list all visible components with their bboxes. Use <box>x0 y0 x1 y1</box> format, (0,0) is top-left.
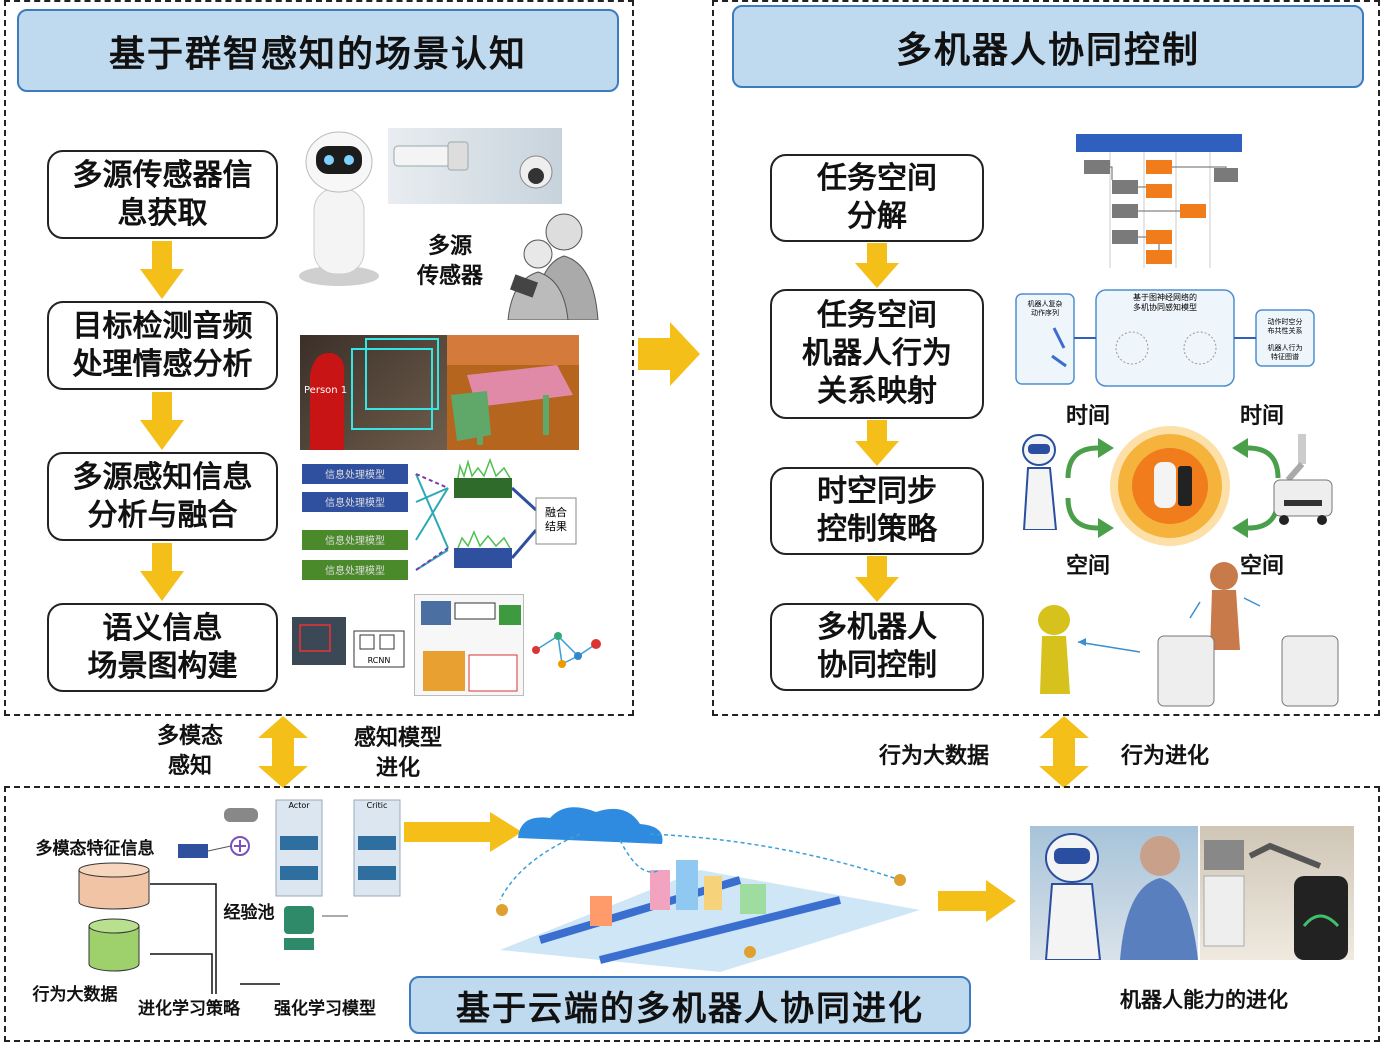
rl-model-label: 强化学习模型 <box>274 999 376 1019</box>
perception-model-evolution-label: 感知模型 进化 <box>353 726 442 781</box>
relation-graph-icon <box>528 626 604 672</box>
gnn-right-top-label: 动作时空分布共性关系 <box>1268 317 1303 335</box>
info-model-label-1: 信息处理模型 <box>325 468 385 481</box>
robot-ability-evolution-label: 机器人能力的进化 <box>1120 988 1288 1012</box>
gnn-left-label: 机器人复杂动作序列 <box>1028 299 1063 317</box>
right-down-arrow-1 <box>855 243 899 288</box>
left-down-arrow-1 <box>140 241 184 299</box>
rcnn-label: RCNN <box>368 656 391 665</box>
info-model-label-2: 信息处理模型 <box>325 496 385 509</box>
to-robot-ability-arrow <box>938 880 1016 922</box>
behavior-evolution-label: 行为进化 <box>1120 744 1209 769</box>
left-panel <box>4 0 634 716</box>
left-down-arrow-2 <box>140 392 184 450</box>
space-label-right: 空间 <box>1239 554 1284 579</box>
center-right-arrow <box>638 322 700 386</box>
right-updown-arrow <box>1039 716 1089 788</box>
left-down-arrow-3 <box>140 543 184 601</box>
right-panel <box>712 0 1380 716</box>
rl-architecture-diagram: Actor Critic <box>178 796 404 986</box>
robot-with-elderly-photo <box>1030 826 1198 960</box>
info-model-label-4: 信息处理模型 <box>325 564 385 577</box>
experience-pool-label: 经验池 <box>223 903 275 923</box>
right-panel-title: 多机器人协同控制 <box>732 5 1364 88</box>
robot-kitchen-photo <box>1200 826 1354 960</box>
scene-graph-input-image: RCNN <box>292 617 412 671</box>
left-step-sensor-acquisition: 多源传感器信 息获取 <box>47 150 278 239</box>
right-down-arrow-3 <box>855 556 899 602</box>
critic-label: Critic <box>367 801 388 810</box>
to-cloud-arrow <box>404 812 522 852</box>
multimodal-feature-label: 多模态特征信息 <box>35 839 155 859</box>
semantic-segmentation-image <box>447 335 579 450</box>
time-label-left: 时间 <box>1065 404 1110 429</box>
fusion-diagram: 信息处理模型 信息处理模型 信息处理模型 信息处理模型 融合结果 <box>298 458 580 584</box>
behavior-big-data-db-label: 行为大数据 <box>32 985 118 1005</box>
info-model-label-3: 信息处理模型 <box>325 534 385 547</box>
cloud-city-illustration <box>480 800 936 972</box>
gnn-right-bottom-label: 机器人行为特征图谱 <box>1268 343 1303 361</box>
sync-center-robot <box>1108 424 1232 548</box>
right-step-collab-control: 多机器人 协同控制 <box>770 603 984 691</box>
right-down-arrow-2 <box>855 420 899 466</box>
bottom-panel-title: 基于云端的多机器人协同进化 <box>409 976 971 1034</box>
task-decomposition-chart <box>1076 134 1242 268</box>
left-panel-title: 基于群智感知的场景认知 <box>17 9 619 92</box>
behavior-database-icon <box>88 918 140 972</box>
left-step-detection-analysis: 目标检测音频 处理情感分析 <box>47 301 278 390</box>
left-step-scene-graph: 语义信息 场景图构建 <box>47 603 278 692</box>
left-step-fusion: 多源感知信息 分析与融合 <box>47 452 278 541</box>
white-service-robot <box>1016 432 1062 530</box>
person-label: Person 1 <box>304 385 347 396</box>
gnn-title: 基于图神经网络的多机协同感知模型 <box>1133 292 1197 312</box>
elderly-users-image <box>494 208 606 320</box>
fusion-result-label: 融合结果 <box>545 505 567 533</box>
evolution-strategy-label: 进化学习策略 <box>138 999 240 1019</box>
time-label-right: 时间 <box>1239 404 1284 429</box>
multi-robot-collaboration-image <box>1030 556 1370 712</box>
sync-cycle-arrows <box>1065 438 1281 538</box>
behavior-big-data-label: 行为大数据 <box>878 744 989 769</box>
right-step-behavior-mapping: 任务空间 机器人行为 关系映射 <box>770 289 984 419</box>
gnn-model-diagram: 基于图神经网络的多机协同感知模型 机器人复杂动作序列 动作时空分布共性关系 机器… <box>1014 288 1320 388</box>
multi-sensor-label: 多源 传感器 <box>416 234 483 289</box>
scene-graph-output-image <box>414 594 524 696</box>
person-detection-image: Person 1 <box>300 335 447 450</box>
left-updown-arrow <box>258 716 308 788</box>
pipeline-connector-lines <box>150 883 280 994</box>
service-robot-image <box>296 128 382 288</box>
space-label-left: 空间 <box>1065 554 1110 579</box>
multimodal-perception-label: 多模态 感知 <box>156 724 223 779</box>
feature-database-icon <box>78 862 150 910</box>
cctv-camera-image <box>388 128 562 204</box>
right-step-task-decomposition: 任务空间 分解 <box>770 154 984 242</box>
bottom-panel <box>4 786 1380 1042</box>
robot-arm-cart <box>1268 430 1338 526</box>
actor-label: Actor <box>288 801 310 810</box>
right-step-sync-control: 时空同步 控制策略 <box>770 467 984 555</box>
